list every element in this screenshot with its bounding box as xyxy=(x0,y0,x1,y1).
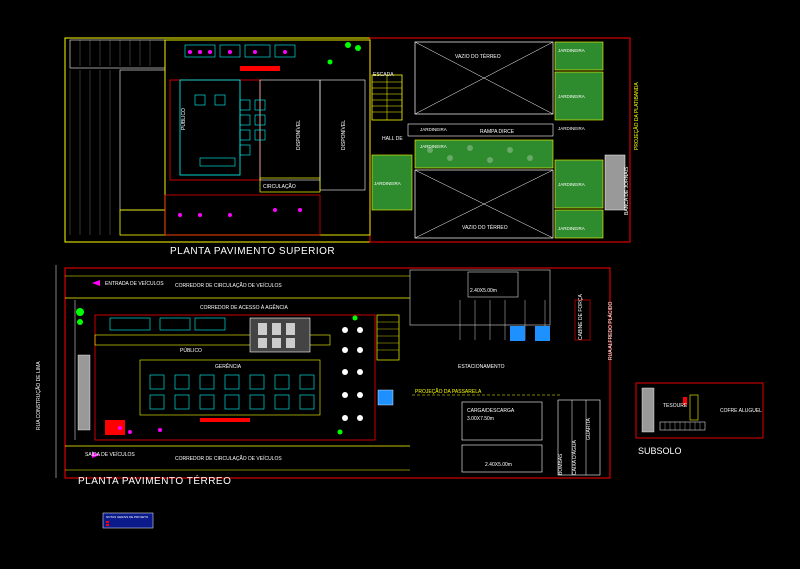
ground-label-carga-dim: 3.00X7.50m xyxy=(467,416,494,422)
ground-label-gerencia: GERÊNCIA xyxy=(215,362,242,370)
legend-box xyxy=(102,512,154,529)
planter-3 xyxy=(554,159,604,209)
planter-1 xyxy=(554,41,604,71)
upper-label-hall: HALL DE xyxy=(382,136,403,142)
upper-label-vazio-top: VAZIO DO TÉRREO xyxy=(455,53,501,60)
upper-label-rampa: RAMPA DIRCE xyxy=(480,129,515,135)
ground-label-box-a: BOMBAS xyxy=(558,453,564,475)
basement-plan: TESOURE COFRE ALUGUEL SUBSOLO xyxy=(635,382,764,456)
ground-label-saida: SAÍDA DE VEÍCULOS xyxy=(85,451,135,458)
planter-label-6: JARDINEIRA xyxy=(420,127,447,132)
upper-label-circulacao: CIRCULAÇÃO xyxy=(263,183,296,190)
upper-workstations xyxy=(184,44,296,167)
planter-6 xyxy=(414,139,554,169)
ground-label-publico: PÚBLICO xyxy=(180,347,202,354)
ground-label-dim-bottom: 2.40X5.00m xyxy=(485,462,512,468)
ground-carga xyxy=(461,401,543,441)
legend-text: NOTAS GERAIS DE PROJETO xyxy=(106,515,149,519)
ground-label-dim-top: 2.40X5.00m xyxy=(470,288,497,294)
ground-label-entrada: ENTRADA DE VEÍCULOS xyxy=(105,280,164,287)
upper-rampa xyxy=(407,123,554,137)
ground-label-carga: CARGA/DESCARGA xyxy=(467,408,515,414)
planter-label-4: JARDINEIRA xyxy=(558,226,585,231)
ground-agency-block xyxy=(94,314,376,441)
ground-label-projecao: PROJEÇÃO DA PASSARELA xyxy=(415,388,482,395)
ground-label-corredor-bottom: CORREDOR DE CIRCULAÇÃO DE VEÍCULOS xyxy=(175,455,282,462)
planter-2 xyxy=(554,71,604,121)
ground-label-cabine: CABINE DE FORÇA xyxy=(578,293,584,340)
ground-left-hatch xyxy=(77,354,91,431)
ground-label-box-c: GUARITA xyxy=(586,417,592,440)
planter-5 xyxy=(371,154,413,211)
ground-floor-plan: ENTRADA DE VEÍCULOS SAÍDA DE VEÍCULOS CO… xyxy=(35,265,614,529)
planter-label-5: JARDINEIRA xyxy=(374,181,401,186)
upper-label-publico: PÚBLICO xyxy=(180,108,187,130)
basement-label-tesouraria: TESOURE xyxy=(663,403,688,409)
ground-label-corredor-top: CORREDOR DE CIRCULAÇÃO DE VEÍCULOS xyxy=(175,282,282,289)
ground-parking-top xyxy=(409,269,551,326)
planter-label-2: JARDINEIRA xyxy=(558,94,585,99)
ground-plan-title: PLANTA PAVIMENTO TÉRREO xyxy=(78,474,231,487)
upper-plants xyxy=(327,42,361,65)
ground-label-corredor-acesso: CORREDOR DE ACESSO À AGÊNCIA xyxy=(200,303,288,311)
basement-plan-title: SUBSOLO xyxy=(638,446,682,456)
upper-label-vazio-bottom: VAZIO DO TÉRREO xyxy=(462,224,508,231)
ground-label-rua-right: RUA ALFREDO PLÁCIDO xyxy=(607,302,614,360)
upper-label-escada: ESCADA xyxy=(373,72,394,78)
upper-label-disponivel-2: DISPONÍVEL xyxy=(340,120,347,150)
planter-label-8: JARDINEIRA xyxy=(558,126,585,131)
upper-banca xyxy=(604,154,626,211)
ground-label-box-b: CAIXA D'ÁGUA xyxy=(571,439,578,475)
upper-label-projecao: PROJEÇÃO DA PLATIBANDA xyxy=(633,82,640,150)
ground-label-estacionamento: ESTACIONAMENTO xyxy=(458,364,505,370)
upper-vazio-bottom xyxy=(414,169,554,239)
upper-floor-plan: PÚBLICO DISPONÍVEL DISPONÍVEL CIRCULAÇÃO… xyxy=(64,37,640,257)
upper-vazio-top xyxy=(414,41,554,115)
upper-label-disponivel-1: DISPONÍVEL xyxy=(295,120,302,150)
planter-4 xyxy=(554,209,604,239)
basement-label-cofre: COFRE ALUGUEL xyxy=(720,408,762,414)
ground-boundary xyxy=(64,267,611,479)
ground-workstations xyxy=(109,317,315,410)
ground-label-rua-left: RUA CONSTRUÇÃO DE LIMA xyxy=(35,361,42,430)
basement-boundary xyxy=(635,382,764,439)
planter-label-1: JARDINEIRA xyxy=(558,48,585,53)
planter-label-3: JARDINEIRA xyxy=(558,182,585,187)
upper-chairs xyxy=(178,50,302,217)
upper-plan-title: PLANTA PAVIMENTO SUPERIOR xyxy=(170,246,335,257)
upper-left-hatch xyxy=(69,40,151,235)
planter-label-7: JARDINEIRA xyxy=(420,144,447,149)
upper-label-banca: BANCA DE JORNAIS xyxy=(624,166,630,215)
accessibility-icon xyxy=(377,389,394,406)
